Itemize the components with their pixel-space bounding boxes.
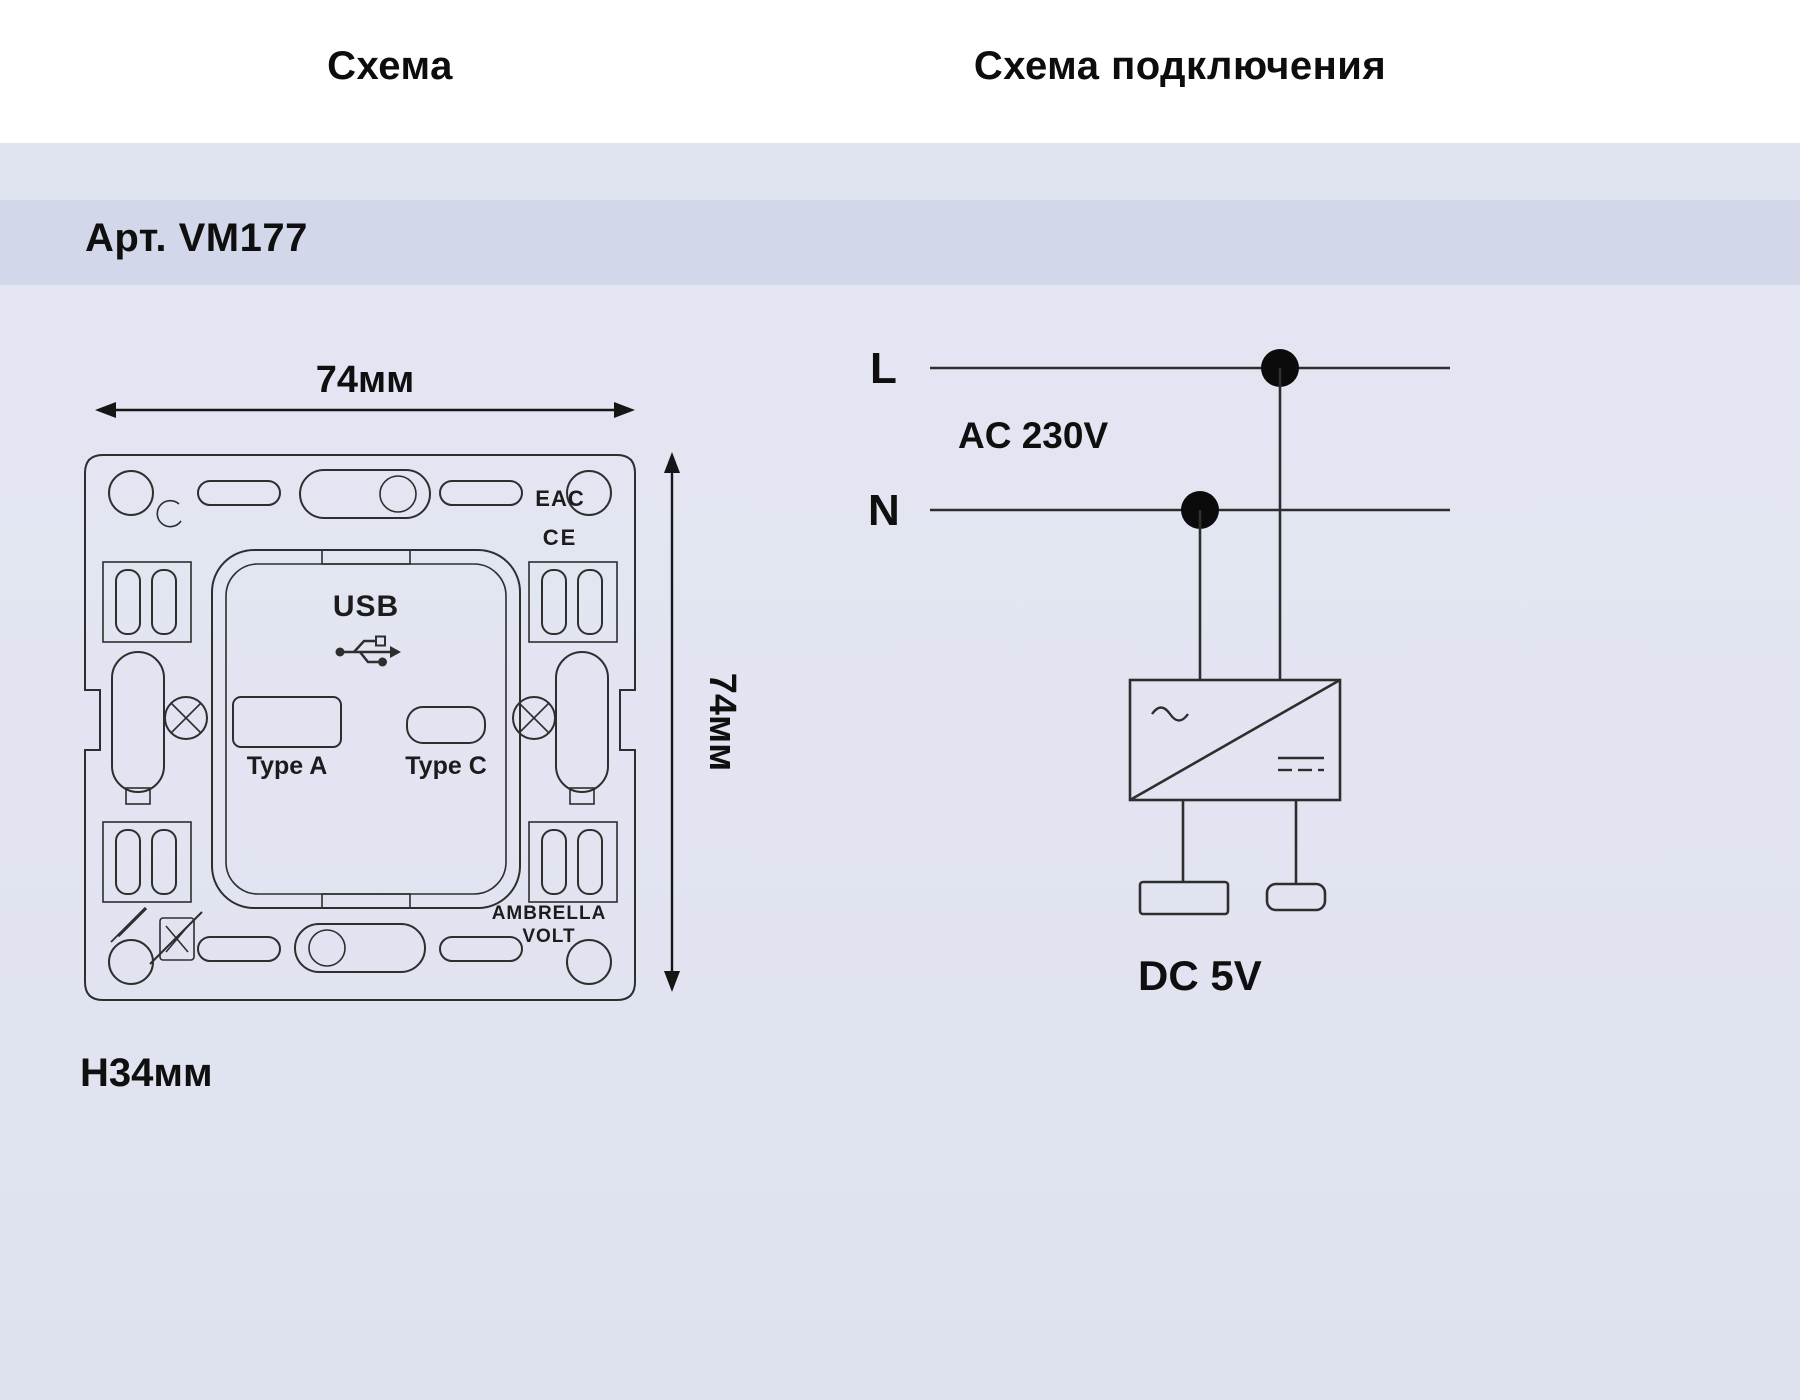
left-panel-title: Схема bbox=[327, 44, 453, 88]
hook-mark-icon bbox=[156, 499, 182, 528]
eac-mark: EAC bbox=[535, 486, 584, 511]
side-slot-groups bbox=[102, 561, 618, 903]
dimension-height: 74мм bbox=[664, 452, 743, 992]
keyhole-openings bbox=[111, 651, 609, 805]
usb-module: USB Type A Type C bbox=[211, 549, 521, 909]
ac-voltage-label: AC 230V bbox=[958, 415, 1108, 456]
dimension-width: 74мм bbox=[95, 359, 635, 418]
screwdriver-icon bbox=[110, 906, 148, 943]
mounting-plate-outline bbox=[84, 454, 636, 1001]
header-band bbox=[0, 0, 1800, 143]
dc-symbol bbox=[1278, 756, 1324, 772]
converter-box bbox=[1128, 678, 1342, 802]
fixing-screws bbox=[164, 696, 556, 740]
usb-a-connector bbox=[1138, 880, 1230, 916]
article-label: Арт. VM177 bbox=[85, 216, 308, 260]
port-type-c bbox=[406, 706, 486, 744]
bottom-slots bbox=[197, 923, 523, 973]
top-slots bbox=[197, 469, 523, 519]
dimension-width-label: 74мм bbox=[316, 359, 415, 401]
ce-mark: CE bbox=[543, 525, 578, 550]
port-type-a bbox=[232, 696, 342, 748]
brand-line1: AMBRELLA bbox=[492, 903, 607, 924]
article-band bbox=[0, 200, 1800, 285]
brand-line2: VOLT bbox=[522, 926, 575, 947]
type-a-label: Type A bbox=[247, 752, 328, 780]
dc-voltage-label: DC 5V bbox=[1138, 952, 1262, 999]
dimension-height-label: 74мм bbox=[701, 673, 743, 772]
neutral-label: N bbox=[868, 486, 900, 535]
ac-symbol bbox=[1151, 706, 1189, 722]
usb-c-connector bbox=[1265, 882, 1327, 912]
dimension-depth-label: Н34мм bbox=[80, 1051, 213, 1095]
corner-screw-holes bbox=[108, 470, 612, 985]
type-c-label: Type C bbox=[405, 752, 487, 780]
mechanism-drawing: 74мм 74мм EAC CE bbox=[80, 359, 743, 1095]
usb-label: USB bbox=[333, 590, 399, 623]
spacer-band bbox=[0, 143, 1800, 200]
usb-icon bbox=[335, 635, 401, 667]
live-label: L bbox=[870, 344, 897, 393]
wiring-diagram: L AC 230V N DC 5V bbox=[868, 344, 1450, 999]
no-dispose-icon bbox=[149, 911, 203, 965]
right-panel-title: Схема подключения bbox=[973, 44, 1387, 88]
